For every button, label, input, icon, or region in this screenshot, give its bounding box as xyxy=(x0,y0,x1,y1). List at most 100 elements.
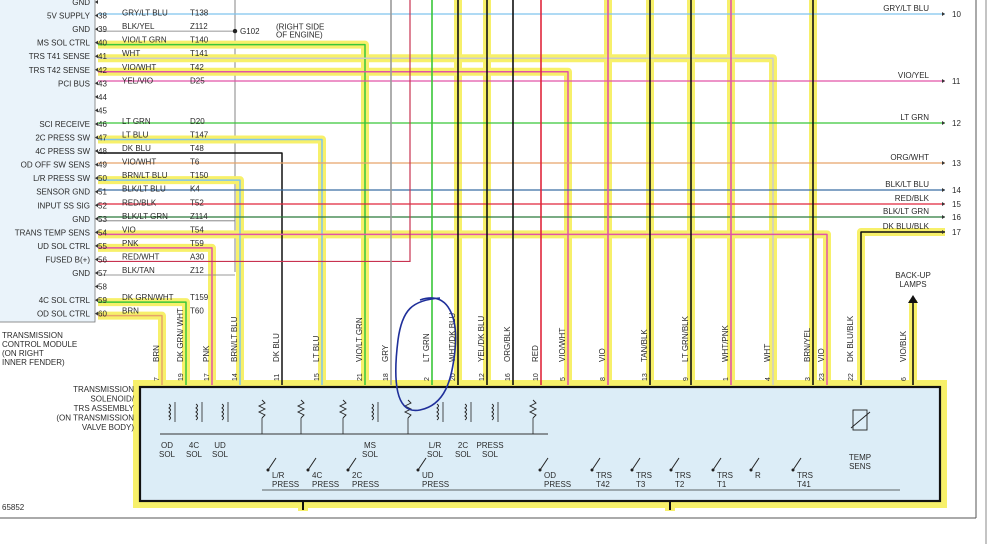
right-connector-pin: 12 xyxy=(952,119,961,128)
wire-color-label: RED/WHT xyxy=(122,252,159,261)
right-wire-color-label: ORG/WHT xyxy=(890,153,929,162)
circuit-code: T60 xyxy=(190,307,204,316)
module-pin-number: 53 xyxy=(98,215,107,224)
solenoid-label: OD xyxy=(161,441,173,450)
connector-pin-number: 13 xyxy=(642,373,649,381)
temp-sens-label: TEMP xyxy=(849,453,871,462)
module-pin-number: 45 xyxy=(98,106,107,115)
solenoid-coil-icon xyxy=(464,403,467,421)
module-pin-label: GND xyxy=(72,0,90,7)
solenoid-coil-icon xyxy=(371,403,374,421)
solenoid-label: SOL xyxy=(186,450,203,459)
switch-pivot xyxy=(266,468,270,472)
hand-drawn-annotation xyxy=(394,297,457,412)
wire-color-label: VIO xyxy=(122,225,136,234)
pin-marker xyxy=(942,188,945,192)
switch-label: OD xyxy=(544,471,556,480)
backup-lamps-label: LAMPS xyxy=(899,280,926,289)
module-wire xyxy=(98,71,569,385)
module-pin-label: INPUT SS SIG xyxy=(37,201,90,210)
module-wire xyxy=(98,247,213,385)
module-pin-number: 40 xyxy=(98,39,107,48)
connector-pin-number: 22 xyxy=(848,373,855,381)
ground-label-g102: G102 xyxy=(240,27,260,36)
right-connector-pin: 16 xyxy=(952,213,961,222)
vertical-wire-color-label: DK GRN/ WHT xyxy=(176,308,185,362)
module-pin-number: 38 xyxy=(98,12,107,21)
pin-marker xyxy=(942,230,945,234)
module-pin-label: UD SOL CTRL xyxy=(37,242,90,251)
module-caption: INNER FENDER) xyxy=(2,358,65,367)
switch-pivot xyxy=(346,468,350,472)
highlight-trace xyxy=(98,176,244,385)
ground-location-note: (RIGHT SIDE xyxy=(276,23,324,32)
pin-marker xyxy=(95,94,98,99)
module-caption: (ON RIGHT xyxy=(2,349,44,358)
module-pin-label: SCI RECEIVE xyxy=(39,120,90,129)
connector-pin-number: 3 xyxy=(805,377,812,381)
solenoid-label: SOL xyxy=(212,450,229,459)
module-pin-number: 39 xyxy=(98,25,107,34)
switch-label: T1 xyxy=(717,480,727,489)
pin-marker xyxy=(95,243,98,248)
switch-contact-icon xyxy=(347,457,357,471)
switch-label: TRS xyxy=(675,471,691,480)
hand-drawn-circle-annotation xyxy=(394,297,457,412)
switch-pivot xyxy=(630,468,634,472)
switch-label: UD xyxy=(422,471,434,480)
circuit-code: T54 xyxy=(190,225,204,234)
vertical-wire-color-label: VIO xyxy=(817,348,826,362)
module-pin-label: PCI BUS xyxy=(58,79,90,88)
figure-id: 65852 xyxy=(2,503,25,512)
switch-contact-icon xyxy=(267,457,277,471)
switch-label: 2C xyxy=(352,471,362,480)
vertical-wire-color-label: LT GRN xyxy=(422,333,431,362)
connector-pin-number: 14 xyxy=(232,373,239,381)
circuit-code: Z114 xyxy=(190,212,208,221)
connector-pin-number: 21 xyxy=(357,373,364,381)
right-connector-pin: 11 xyxy=(952,77,961,86)
module-pin-label: OD SOL CTRL xyxy=(37,310,91,319)
assembly-caption: TRS ASSEMBLY xyxy=(74,404,135,413)
vertical-wire-color-label: ORG/BLK xyxy=(503,326,512,362)
wire-color-label: LT BLU xyxy=(122,131,149,140)
switch-label: PRESS xyxy=(352,480,379,489)
temp-sensor-icon xyxy=(852,409,868,431)
circuit-code: D20 xyxy=(190,117,205,126)
module-pin-number: 41 xyxy=(98,52,107,61)
switch-label: T3 xyxy=(636,480,646,489)
wire-color-label: DK GRN/WHT xyxy=(122,293,174,302)
module-caption: TRANSMISSION xyxy=(2,331,63,340)
connector-pin-number: 23 xyxy=(819,373,826,381)
pin-marker xyxy=(95,81,98,86)
pin-marker xyxy=(95,108,98,113)
vertical-wire-color-label: BRN/LT BLU xyxy=(230,316,239,362)
vertical-wire-color-label: LT GRN/BLK xyxy=(681,315,690,362)
module-pin-label: 4C SOL CTRL xyxy=(39,296,91,305)
pin-marker xyxy=(95,135,98,140)
module-pin-label: GND xyxy=(72,215,90,224)
switch-pivot xyxy=(711,468,715,472)
module-wire xyxy=(98,233,828,385)
right-wire-color-label: VIO/YEL xyxy=(898,71,930,80)
switch-pivot xyxy=(306,468,310,472)
wire-color-label: PNK xyxy=(122,239,139,248)
switch-pivot xyxy=(538,468,542,472)
wire-color-label: WHT xyxy=(122,49,140,58)
pin-marker xyxy=(95,13,98,18)
solenoid-label: L/R xyxy=(429,441,442,450)
module-pin-number: 54 xyxy=(98,228,107,237)
module-pin-number: 59 xyxy=(98,296,107,305)
module-pin-number: 43 xyxy=(98,79,107,88)
pin-marker xyxy=(942,79,945,83)
switch-label: 4C xyxy=(312,471,322,480)
temp-sens-label: SENS xyxy=(849,462,871,471)
right-wire-color-label: LT GRN xyxy=(900,113,929,122)
connector-pin-number: 16 xyxy=(505,373,512,381)
circuit-code: T159 xyxy=(190,293,209,302)
pin-marker xyxy=(942,12,945,16)
module-wire xyxy=(98,179,241,385)
module-pin-label: 2C PRESS SW xyxy=(35,134,90,143)
module-wire xyxy=(98,138,323,385)
